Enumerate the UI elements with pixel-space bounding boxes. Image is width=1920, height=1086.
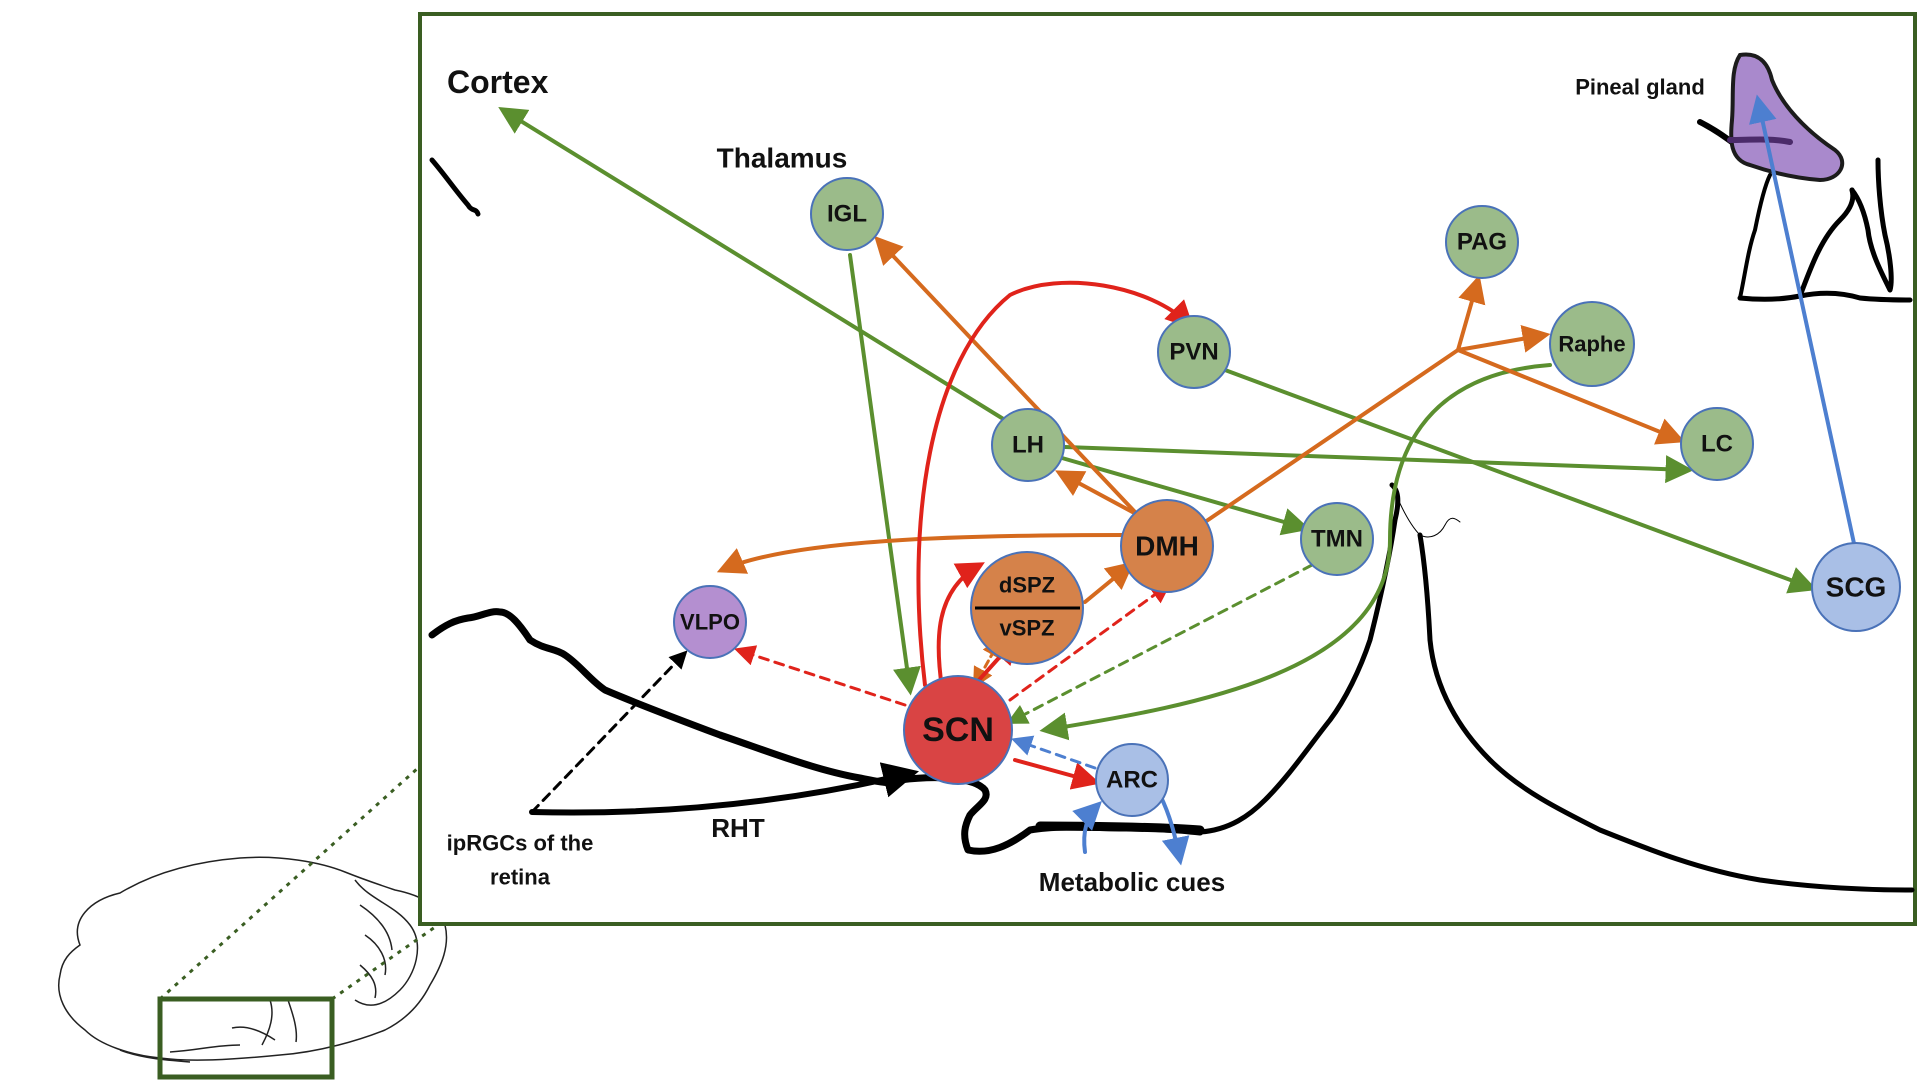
connections [498,94,1857,866]
metabolic-cues-label: Metabolic cues [1039,867,1225,897]
pineal-stalk [1727,136,1793,145]
whole-brain-sketch [58,856,448,1063]
node-lh-label: LH [1012,432,1044,459]
cortex-label: Cortex [447,64,549,100]
node-pvn-label: PVN [1169,339,1218,366]
thalamus-label: Thalamus [717,143,848,174]
edge-raphe-scn [1039,363,1552,741]
edge-spz-dmh [1083,561,1135,604]
edge-iprgc-vlpo [530,650,688,814]
edge-arc-scn [1011,735,1097,770]
node-pvn[interactable]: PVN [1157,315,1231,389]
edge-dmh-hub [1203,348,1460,524]
node-vlpo[interactable]: VLPO [673,585,747,659]
node-scg[interactable]: SCG [1811,542,1901,632]
node-lh[interactable]: LH [991,408,1065,482]
edge-igl-scn [848,253,921,696]
edge-dmh-igl [874,235,1154,532]
edge-lh-tmn [1060,456,1311,536]
node-igl-label: IGL [827,201,867,228]
zoom-guide-left [158,766,420,1001]
edge-metabolic-in [1072,801,1102,854]
node-scn[interactable]: SCN [903,675,1013,785]
edge-hub-lc [1456,348,1686,445]
node-pag[interactable]: PAG [1445,205,1519,279]
node-dmh[interactable]: DMH [1120,499,1214,593]
node-lc-label: LC [1701,431,1733,458]
node-raphe[interactable]: Raphe [1549,301,1635,387]
edge-scn-pvn [916,280,1194,687]
node-dspz-label: dSPZ [999,573,1055,598]
anatomy-outlines [428,119,1915,893]
edge-dmh-vlpo [716,533,1127,574]
node-scn-label: SCN [922,711,994,749]
rht-label: RHT [711,813,765,843]
edge-lh-lc [1063,445,1694,484]
node-dmh-label: DMH [1135,531,1199,562]
zoom-guide-right [331,923,439,1001]
pineal-gland-label: Pineal gland [1575,75,1705,100]
node-arc[interactable]: ARC [1095,743,1169,817]
node-arc-label: ARC [1106,767,1158,794]
node-vlpo-label: VLPO [680,610,740,635]
edge-dmh-lh [1055,470,1140,517]
node-raphe-label: Raphe [1558,332,1625,357]
edge-scn-dspz [936,562,985,690]
edge-scn-arc [1013,758,1101,790]
node-tmn-label: TMN [1311,526,1363,553]
edge-pvn-scg [1223,368,1818,594]
node-igl[interactable]: IGL [810,177,884,251]
node-scg-label: SCG [1826,572,1887,603]
node-lc[interactable]: LC [1680,407,1754,481]
edge-lh-cortex [498,107,1007,422]
node-tmn[interactable]: TMN [1300,502,1374,576]
edge-scn-vlpo [734,645,907,707]
iprgc-label-line2: retina [490,865,551,890]
node-vspz-label: vSPZ [999,616,1054,641]
node-spz[interactable]: dSPZ vSPZ [970,551,1084,665]
pineal-gland-shape [1729,52,1845,183]
edge-rht [529,762,919,816]
edge-hub-pag [1456,274,1486,352]
edge-tmn-scn [1006,563,1314,724]
edge-scn-dmh [1008,582,1172,702]
edge-hub-raphe [1456,325,1551,353]
iprgc-label-line1: ipRGCs of the [447,831,594,856]
node-pag-label: PAG [1457,229,1507,256]
zoom-region-box [157,996,335,1080]
edge-scg-pineal [1749,94,1857,550]
